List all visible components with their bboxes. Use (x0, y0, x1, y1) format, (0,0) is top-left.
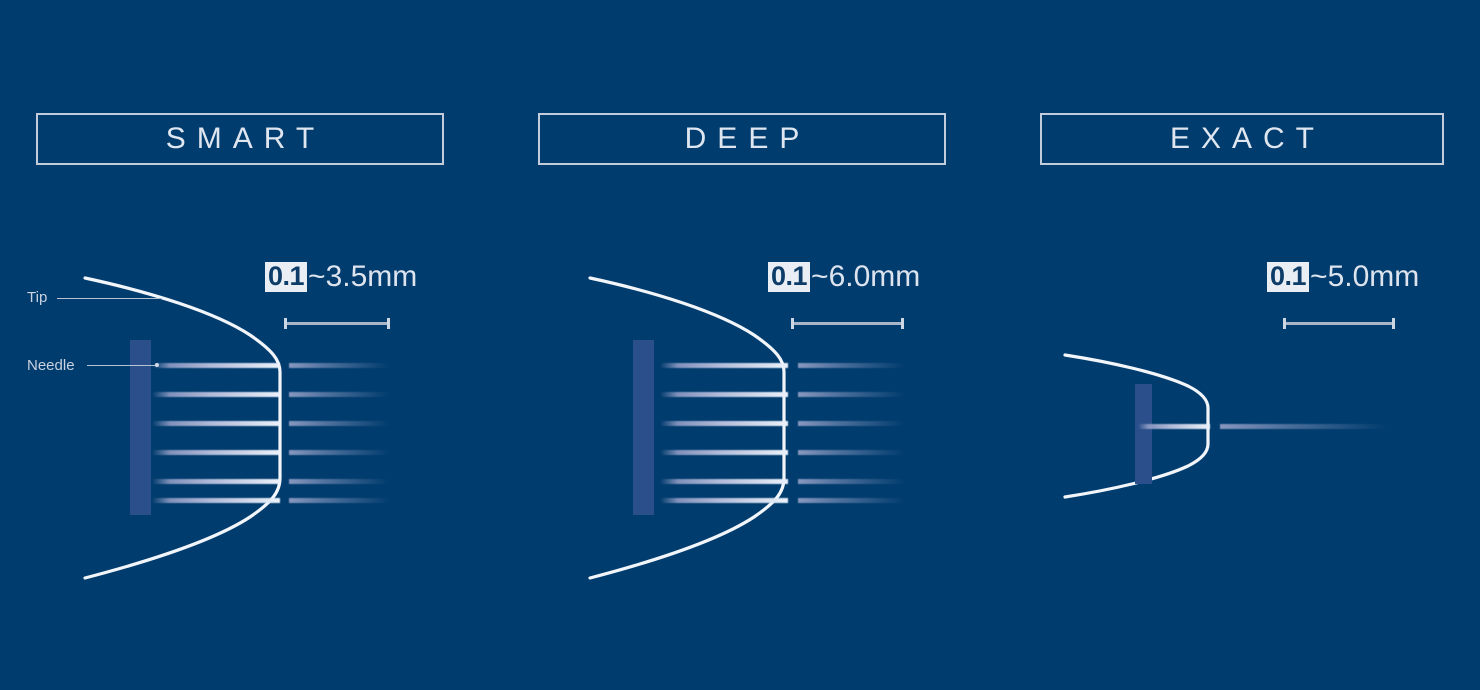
needle-ray-outer (289, 498, 390, 503)
needle-ray-inner (152, 479, 280, 484)
depth-min-value: 0.1 (265, 262, 308, 292)
cartridge-outline-deep (588, 276, 786, 580)
panel-title-box-smart: SMART (36, 113, 444, 165)
depth-max-value: ~6.0mm (811, 260, 921, 293)
measure-bar-cap-right (387, 318, 390, 329)
needle-ray (660, 450, 905, 455)
measure-bar-cap-right (901, 318, 904, 329)
measure-bar-cap-left (284, 318, 287, 329)
needle-ray-outer (1220, 424, 1388, 429)
needle-ray-outer (798, 363, 905, 368)
needle-ray-outer (289, 450, 390, 455)
needle-ray-outer (798, 479, 905, 484)
needle-ray-outer (798, 450, 905, 455)
needle-ray (152, 450, 390, 455)
panel-title-box-exact: EXACT (1040, 113, 1444, 165)
depth-range-label-exact: 0.1 ~5.0mm (1267, 262, 1419, 292)
cartridge-outline-smart (83, 276, 282, 580)
depth-measure-bar-deep (791, 318, 904, 329)
needle-ray-outer (289, 421, 390, 426)
measure-bar-cap-right (1392, 318, 1395, 329)
needle-ray-inner (660, 450, 788, 455)
needle-ray (660, 498, 905, 503)
needle-ray (660, 363, 905, 368)
needle-guide-bar-deep (633, 340, 654, 515)
depth-max-value: ~5.0mm (1310, 260, 1420, 293)
needle-label: Needle (27, 357, 75, 374)
depth-range-label-deep: 0.1 ~6.0mm (768, 262, 920, 292)
depth-min-value: 0.1 (768, 262, 811, 292)
needle-ray (152, 363, 390, 368)
needle-ray-inner (152, 421, 280, 426)
depth-measure-bar-smart (284, 318, 390, 329)
needle-ray-inner (660, 421, 788, 426)
needle-ray-inner (1138, 424, 1210, 429)
needle-ray (152, 421, 390, 426)
diagram-panel-smart: 0.1 ~3.5mm Tip Needle (0, 0, 500, 690)
needle-ray-inner (660, 363, 788, 368)
tip-leader-line (57, 298, 162, 299)
needle-ray (660, 479, 905, 484)
depth-range-label-smart: 0.1 ~3.5mm (265, 262, 417, 292)
needle-ray-inner (152, 450, 280, 455)
depth-min-value: 0.1 (1267, 262, 1310, 292)
needle-ray-inner (660, 479, 788, 484)
needle-ray (1138, 424, 1388, 429)
measure-bar-cap-left (1283, 318, 1286, 329)
depth-max-value: ~3.5mm (308, 260, 418, 293)
needle-ray-inner (660, 392, 788, 397)
measure-bar-line (284, 322, 390, 325)
needle-ray (152, 392, 390, 397)
needle-guide-bar-smart (130, 340, 151, 515)
depth-measure-bar-exact (1283, 318, 1395, 329)
needle-ray-outer (798, 421, 905, 426)
needle-ray-outer (289, 392, 390, 397)
needle-ray (152, 498, 390, 503)
needle-ray-outer (798, 392, 905, 397)
needle-ray (152, 479, 390, 484)
needle-guide-bar-exact (1135, 384, 1152, 484)
panel-title-label: SMART (165, 122, 326, 155)
panel-title-label: EXACT (1169, 122, 1326, 155)
diagram-panel-exact: 0.1 ~5.0mm (980, 0, 1480, 690)
needle-ray-outer (289, 479, 390, 484)
cartridge-outline-exact (1063, 353, 1210, 499)
needle-leader-line (87, 365, 157, 366)
needle-ray (660, 421, 905, 426)
needle-ray-inner (660, 498, 788, 503)
panel-title-label: DEEP (684, 122, 811, 155)
measure-bar-cap-left (791, 318, 794, 329)
diagram-panel-deep: 0.1 ~6.0mm (500, 0, 1000, 690)
needle-ray-inner (152, 363, 280, 368)
needle-ray-inner (152, 392, 280, 397)
tip-label: Tip (27, 289, 48, 306)
measure-bar-line (791, 322, 904, 325)
measure-bar-line (1283, 322, 1395, 325)
needle-ray (660, 392, 905, 397)
needle-ray-outer (289, 363, 390, 368)
needle-ray-inner (152, 498, 280, 503)
panel-title-box-deep: DEEP (538, 113, 946, 165)
needle-ray-outer (798, 498, 905, 503)
